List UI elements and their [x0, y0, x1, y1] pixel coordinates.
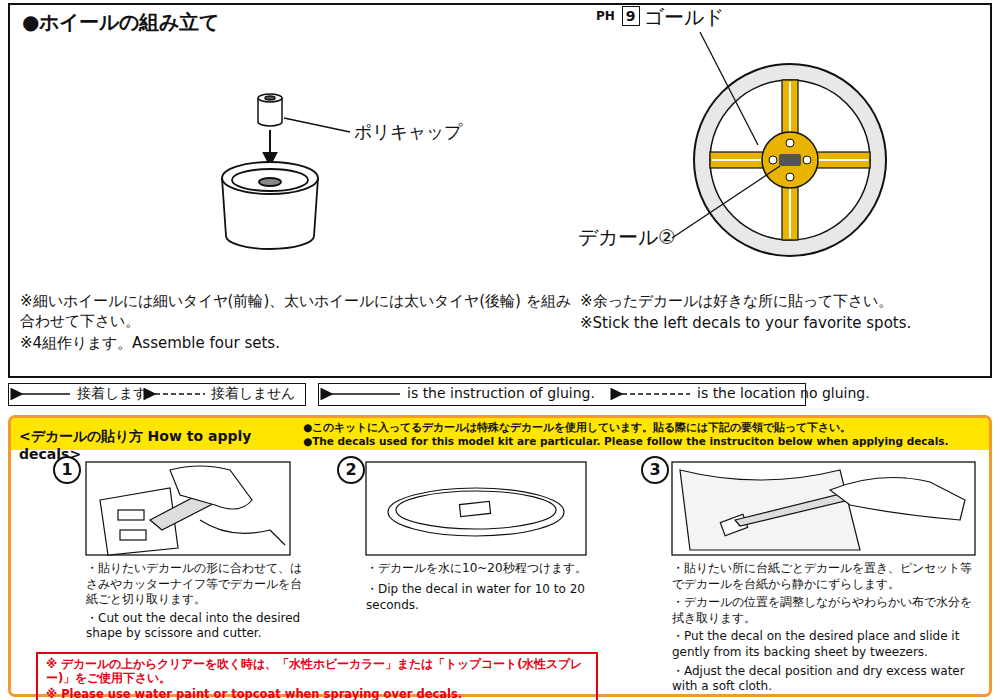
node-heading: ※ デカールの上からクリアーを吹く時は、「水性ホビーカラー」または「トップコート… — [46, 657, 590, 686]
step-text: ・貼りたいデカールの形に合わせて、はさみやカッターナイフ等でデカールを台紙ごと切… — [86, 561, 306, 608]
color-code-box: 9 — [622, 6, 640, 26]
step-text: ・Cut out the decal into the desired shap… — [86, 611, 306, 642]
poly-cap — [258, 94, 282, 126]
note-text: ※余ったデカールは好きな所に貼って下さい。 — [580, 292, 980, 312]
part-name: ポリキャップ — [354, 120, 484, 143]
part-name: デカール② — [578, 224, 688, 250]
leader-line — [672, 166, 780, 238]
paint-code: PH — [596, 9, 620, 25]
insert-arrow — [269, 130, 271, 166]
step-number: 1 — [53, 456, 81, 484]
node-heading: 接着します — [77, 385, 157, 403]
cutting-illustration — [100, 466, 285, 555]
leader-line — [284, 118, 350, 132]
water-dish-illustration — [388, 488, 564, 536]
node-heading: 2 — [339, 460, 363, 480]
color-name: ゴールド — [644, 4, 754, 30]
step-text: ・Dip the decal in water for 10 to 20 sec… — [366, 582, 596, 613]
wheel-cup — [222, 162, 318, 249]
node-heading: 9 — [623, 8, 638, 26]
step-frame — [86, 462, 975, 555]
step-text: ・貼りたい所に台紙ごとデカールを置き、ピンセット等でデカールを台紙から静かにずら… — [672, 561, 977, 592]
step-text: ・Put the decal on the desired place and … — [672, 629, 977, 660]
legend-box: 接着します 接着しません — [8, 383, 306, 406]
step-number: 2 — [337, 456, 365, 484]
node-heading: ●ホイールの組み立て — [22, 10, 322, 35]
node-text: ※ Please use water paint or topcoat when… — [46, 687, 590, 700]
step-number: 3 — [641, 456, 669, 484]
legend-box: is the instruction of gluing. is the loca… — [318, 383, 806, 406]
node-text: is the location no gluing. — [697, 385, 803, 403]
step-text: ・デカールの位置を調整しながらやわらかい布で水分を拭き取ります。 — [672, 595, 977, 626]
leader-line — [700, 32, 758, 145]
step-text: ・デカールを水に10~20秒程つけます。 — [366, 561, 616, 577]
note-text: ※4組作ります。Assemble four sets. — [20, 334, 420, 354]
note-text: ※Stick the left decals to your favorite … — [580, 314, 980, 334]
node-text: ●The decals used for this model kit are … — [303, 435, 987, 448]
note-text: ※細いホイールには細いタイヤ(前輪)、太いホイールには太いタイヤ(後輪) を組み… — [20, 292, 580, 331]
node-text: ●このキットに入ってるデカールは特殊なデカールを使用しています。貼る際には下記の… — [303, 421, 987, 434]
step-text: ・Adjust the decal position and dry exces… — [672, 664, 977, 695]
caution-box: ※ デカールの上からクリアーを吹く時は、「水性ホビーカラー」または「トップコート… — [36, 652, 598, 700]
node-heading: is the instruction of gluing. — [407, 385, 617, 403]
tweezers-illustration — [680, 470, 965, 550]
wheel-front — [694, 64, 886, 256]
node-heading: 3 — [643, 460, 667, 480]
node-text: 接着しません — [211, 385, 303, 403]
node-heading: 1 — [55, 460, 79, 480]
